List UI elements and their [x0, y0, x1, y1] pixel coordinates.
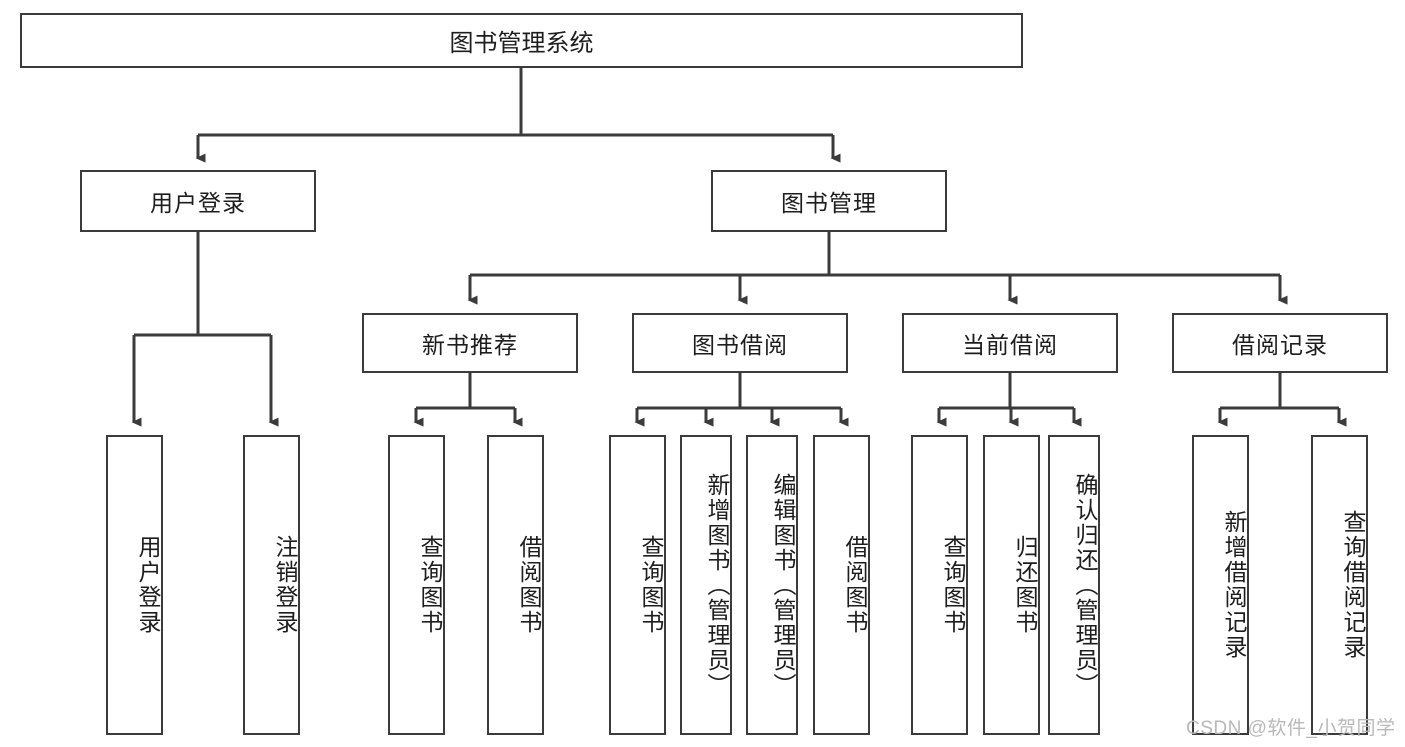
node-leaf-return-book[interactable]: 归还图书: [983, 435, 1040, 735]
node-label: 查询图书: [417, 535, 443, 635]
node-label: 借阅图书: [516, 535, 542, 635]
node-book-manage[interactable]: 图书管理: [711, 170, 947, 232]
node-label: 新增图书（管理员）: [704, 472, 730, 698]
node-label: 注销登录: [272, 535, 298, 635]
node-label: 查询图书: [638, 535, 664, 635]
node-leaf-confirm-return[interactable]: 确认归还（管理员）: [1048, 435, 1100, 735]
node-leaf-user-login[interactable]: 用户登录: [106, 435, 163, 735]
node-label: 归还图书: [1012, 535, 1038, 635]
node-leaf-query-book-1[interactable]: 查询图书: [388, 435, 445, 735]
node-label: 确认归还（管理员）: [1072, 472, 1098, 698]
node-leaf-borrow-book-1[interactable]: 借阅图书: [487, 435, 544, 735]
node-label: 图书借阅: [692, 332, 788, 358]
node-label: 借阅图书: [842, 535, 868, 635]
node-label: 图书管理系统: [449, 30, 594, 57]
node-label: 用户登录: [150, 190, 246, 216]
node-leaf-query-book-2[interactable]: 查询图书: [609, 435, 666, 735]
node-label: 编辑图书（管理员）: [770, 472, 796, 698]
node-leaf-query-record[interactable]: 查询借阅记录: [1311, 435, 1368, 735]
node-root-system[interactable]: 图书管理系统: [20, 13, 1023, 68]
node-user-login[interactable]: 用户登录: [80, 170, 316, 232]
node-leaf-user-logout[interactable]: 注销登录: [243, 435, 300, 735]
node-label: 查询图书: [940, 535, 966, 635]
node-leaf-add-record[interactable]: 新增借阅记录: [1192, 435, 1249, 735]
node-leaf-query-book-3[interactable]: 查询图书: [911, 435, 968, 735]
node-label: 当前借阅: [962, 332, 1058, 358]
node-label: 图书管理: [781, 190, 877, 216]
node-book-borrow[interactable]: 图书借阅: [632, 313, 848, 373]
node-label: 用户登录: [135, 535, 161, 635]
node-leaf-add-book[interactable]: 新增图书（管理员）: [680, 435, 732, 735]
node-leaf-edit-book[interactable]: 编辑图书（管理员）: [746, 435, 798, 735]
node-label: 新书推荐: [422, 332, 518, 358]
node-label: 新增借阅记录: [1221, 510, 1247, 660]
node-leaf-borrow-book-2[interactable]: 借阅图书: [813, 435, 870, 735]
node-borrow-record[interactable]: 借阅记录: [1172, 313, 1388, 373]
node-new-book-recommend[interactable]: 新书推荐: [362, 313, 578, 373]
node-label: 借阅记录: [1232, 332, 1328, 358]
watermark: CSDN @软件_小贺同学: [1186, 718, 1396, 739]
node-current-borrow[interactable]: 当前借阅: [902, 313, 1118, 373]
node-label: 查询借阅记录: [1340, 510, 1366, 660]
